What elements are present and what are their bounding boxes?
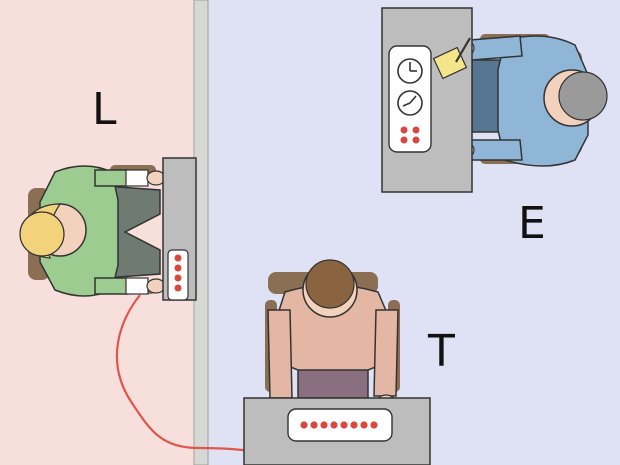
clock-icon (397, 90, 423, 116)
clock-icon (397, 58, 423, 84)
pencil-icon (455, 37, 471, 63)
experimenter-panel (388, 45, 432, 153)
teacher-label: T (428, 326, 455, 377)
learner (19, 165, 166, 297)
learner-label: L (92, 84, 117, 135)
shock-generator (287, 408, 393, 442)
experimenter-label: E (518, 198, 546, 249)
learner-answer-panel (167, 249, 189, 301)
experimenter-hair (558, 71, 608, 121)
experimenter-shirt (497, 35, 589, 167)
teacher (265, 259, 400, 414)
teacher-hair (305, 259, 355, 309)
notepad-icon (432, 46, 468, 80)
